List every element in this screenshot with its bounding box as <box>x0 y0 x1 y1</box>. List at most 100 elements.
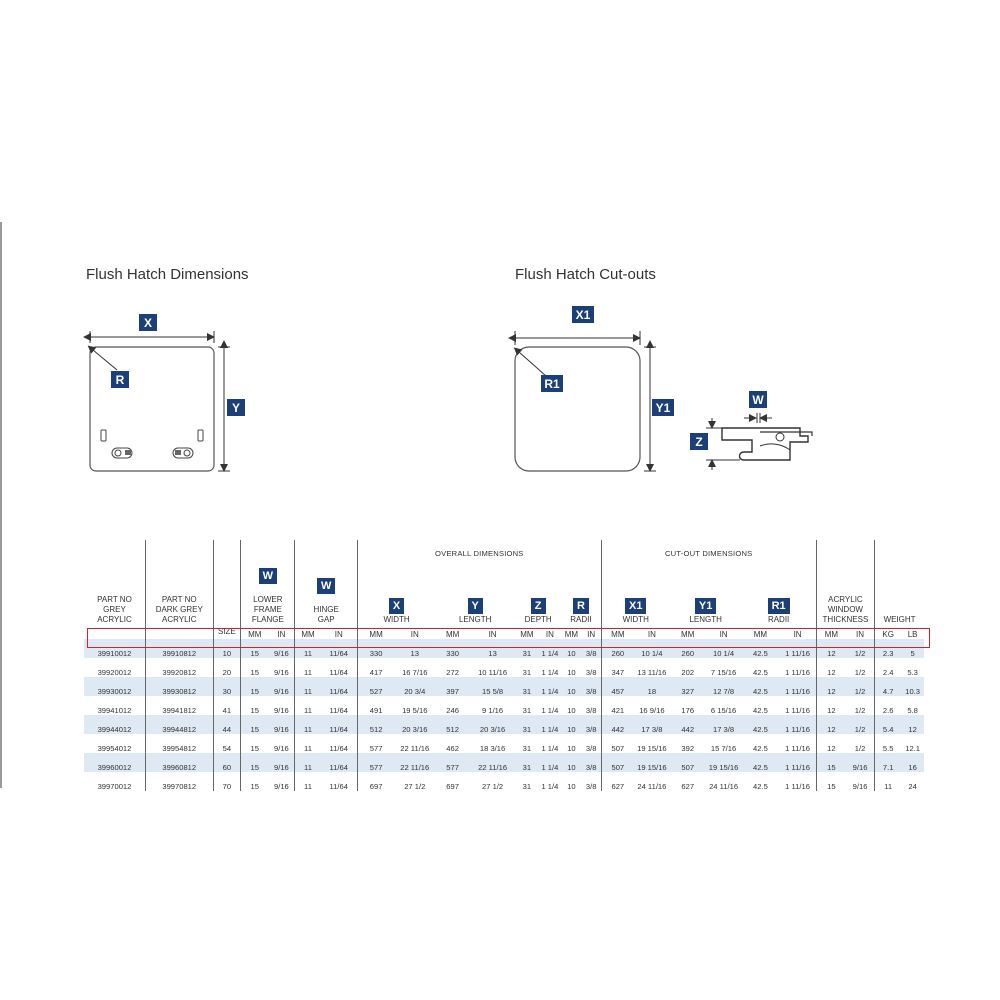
label-w: W <box>752 393 764 407</box>
table-cell: 15 <box>240 639 269 658</box>
table-cell: 39970812 <box>144 772 214 791</box>
table-cell: 11 <box>294 639 321 658</box>
table-cell: 1 11/16 <box>779 677 817 696</box>
table-cell: 5 <box>901 639 924 658</box>
table-cell: 507 <box>600 753 634 772</box>
table-cell: 330 <box>435 639 471 658</box>
table-cell: 1/2 <box>845 677 875 696</box>
table-cell: 10 <box>561 715 582 734</box>
table-cell: 5.8 <box>907 706 918 715</box>
table-cell: 15 <box>240 677 269 696</box>
table-cell: 491 <box>356 696 395 715</box>
table-cell: 2.4 <box>874 658 902 677</box>
table-cell: 16 9/16 <box>639 706 665 715</box>
unit-label: IN <box>410 630 419 639</box>
heading-flush-hatch-cutouts: Flush Hatch Cut-outs <box>515 266 656 283</box>
col-weight: WEIGHT <box>874 558 924 625</box>
table-cell: 1/2 <box>854 744 866 753</box>
col-cutout-radii-badge: R1 <box>767 598 790 614</box>
table-cell: 1 1/4 <box>541 782 559 791</box>
table-cell: 512 <box>435 715 471 734</box>
table-cell: 10 <box>567 782 576 791</box>
unit-label: IN <box>793 630 802 639</box>
table-cell: 10 <box>567 668 576 677</box>
table-cell: 11 <box>294 696 321 715</box>
col-cutout-radii: RADII <box>767 615 790 624</box>
table-cell: 11 <box>294 753 321 772</box>
col-cutout-length: LENGTH <box>689 615 722 624</box>
unit-label: LB <box>907 630 918 639</box>
table-cell: 7 15/16 <box>710 668 737 677</box>
table-cell: 12 <box>815 677 846 696</box>
label-x: X <box>144 316 152 330</box>
table-cell: 11/64 <box>329 668 348 677</box>
table-cell: 9/16 <box>845 753 875 772</box>
table-cell: 697 <box>356 772 395 791</box>
table-cell: 10 <box>567 706 576 715</box>
table-cell: 11 <box>294 772 321 791</box>
table-cell: 15 5/8 <box>470 677 516 696</box>
table-cell: 176 <box>681 706 695 715</box>
table-cell: 507 <box>600 734 634 753</box>
specification-table: OVERALL DIMENSIONS CUT-OUT DIMENSIONS PA… <box>84 540 924 791</box>
table-cell: 11/64 <box>320 639 358 658</box>
table-cell: 39941812 <box>144 696 214 715</box>
table-cell: 1/2 <box>854 706 866 715</box>
label-z-box: Z <box>690 433 708 450</box>
table-cell: 1 1/4 <box>538 639 562 658</box>
table-cell: 9/16 <box>274 744 289 753</box>
unit-label: IN <box>277 630 286 639</box>
table-cell: 2.6 <box>874 696 902 715</box>
table-cell: 39960812 <box>144 753 214 772</box>
col-cutout-width-badge: X1 <box>625 598 647 614</box>
table-cell: 330 <box>356 639 395 658</box>
table-cell: 1 11/16 <box>785 706 810 715</box>
table-cell: 22 11/16 <box>394 753 436 772</box>
table-cell: 15 <box>240 734 269 753</box>
table-cell: 577 <box>356 753 395 772</box>
table-cell: 9/16 <box>274 782 289 791</box>
unit-label: MM <box>294 625 321 639</box>
unit-label: MM <box>600 625 634 639</box>
table-cell: 39930012 <box>84 677 146 696</box>
hatch-diagrams: X R Y X1 <box>83 306 813 472</box>
table-cell: 5.5 <box>874 734 902 753</box>
table-cell: 1 11/16 <box>779 715 817 734</box>
table-cell: 347 <box>600 658 634 677</box>
table-cell: 1 1/4 <box>541 744 559 753</box>
unit-label: IN <box>856 630 865 639</box>
col-cutout-width: WIDTH <box>622 615 649 624</box>
table-cell: 202 <box>681 668 695 677</box>
table-cell: 442 <box>669 715 706 734</box>
table-cell: 42.5 <box>741 639 780 658</box>
table-cell: 15 <box>240 753 269 772</box>
unit-label: MM <box>240 625 269 639</box>
table-cell: 9/16 <box>268 677 295 696</box>
table-cell: 1 11/16 <box>779 639 817 658</box>
unit-label: IN <box>545 630 554 639</box>
table-cell: 3/8 <box>585 744 597 753</box>
table-cell: 20 3/4 <box>394 677 436 696</box>
table-cell: 577 <box>356 734 395 753</box>
table-cell: 31 <box>515 715 539 734</box>
table-cell: 39910812 <box>144 639 214 658</box>
table-cell: 260 <box>669 639 706 658</box>
table-cell: 697 <box>446 782 459 791</box>
table-cell: 3/8 <box>585 668 597 677</box>
table-cell: 39930812 <box>144 677 214 696</box>
col-radii: RADII <box>570 615 592 624</box>
table-cell: 11/64 <box>329 744 348 753</box>
table-cell: 6 15/16 <box>710 706 737 715</box>
table-cell: 17 3/8 <box>633 715 670 734</box>
table-cell: 42.5 <box>753 668 768 677</box>
hinge-left-icon <box>111 447 133 459</box>
hinge-right-icon <box>172 447 194 459</box>
table-cell: 19 15/16 <box>637 744 667 753</box>
table-cell: 31 <box>515 753 539 772</box>
table-cell: 11/64 <box>320 715 358 734</box>
table-cell: 3/8 <box>585 706 597 715</box>
